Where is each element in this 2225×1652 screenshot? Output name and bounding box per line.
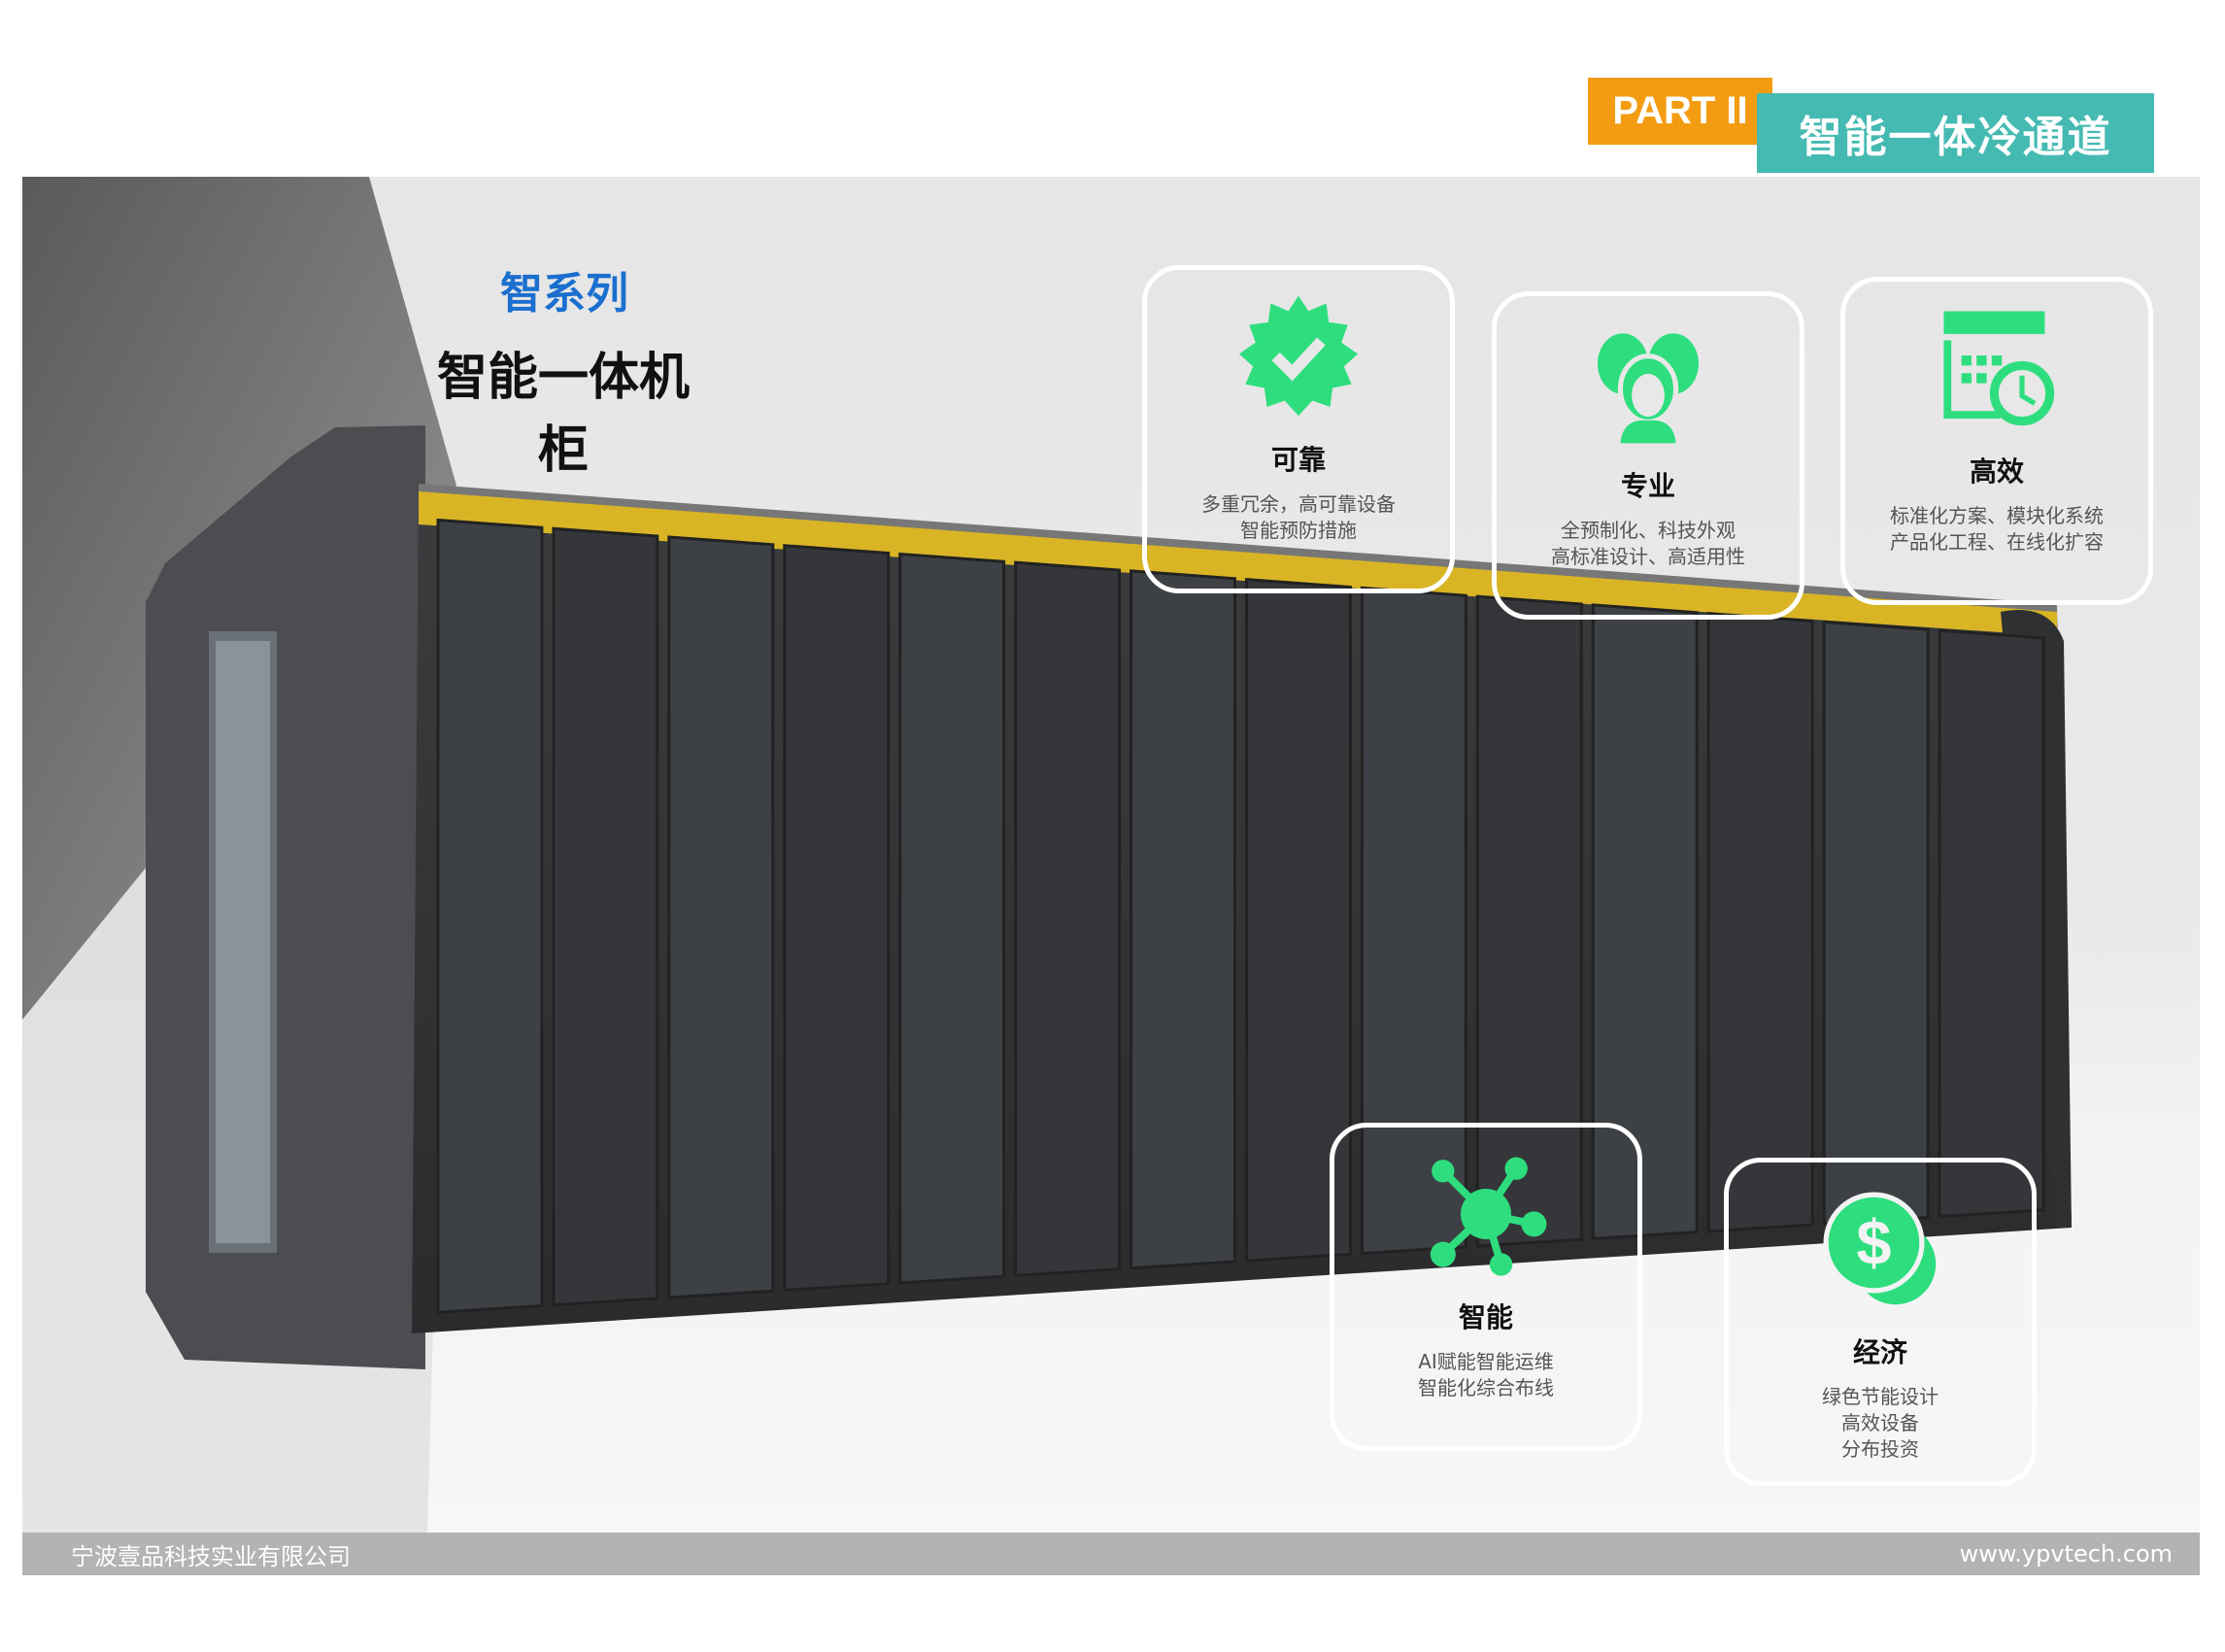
- cabinet-door: [783, 544, 891, 1293]
- people-icon: [1598, 333, 1699, 444]
- part-label: PART II: [1588, 78, 1772, 145]
- feature-desc: 高效设备: [1841, 1411, 1919, 1434]
- cabinet-door: [436, 518, 544, 1314]
- feature-desc: 产品化工程、在线化扩容: [1890, 530, 2104, 554]
- product-name: 智能一体机柜: [436, 349, 690, 480]
- cabinet-door: [1822, 620, 1930, 1226]
- cabinet-door: [1129, 569, 1236, 1270]
- cabinet-door: [667, 535, 775, 1299]
- footer-bar: 宁波壹品科技实业有限公司 www.ypvtech.com: [22, 1533, 2200, 1575]
- feature-card-smart: 智能 AI赋能智能运维智能化综合布线: [1330, 1123, 1642, 1451]
- cabinet-door: [1475, 594, 1583, 1248]
- calendar-clock-icon: [1943, 311, 2055, 426]
- company-name: 宁波壹品科技实业有限公司: [71, 1542, 351, 1570]
- cabinet-door: [1938, 628, 2045, 1219]
- cabinet-door: [898, 552, 1006, 1285]
- cabinet-door: [1706, 612, 1814, 1233]
- feature-desc: 多重冗余，高可靠设备: [1201, 492, 1396, 516]
- dollar-coin-icon: $: [1823, 1192, 1937, 1305]
- feature-card-reliable: 可靠 多重冗余，高可靠设备智能预防措施: [1142, 265, 1455, 593]
- feature-desc: 智能化综合布线: [1418, 1376, 1554, 1399]
- feature-desc: 全预制化、科技外观: [1561, 519, 1736, 542]
- cabinet-door: [552, 526, 659, 1307]
- website-link[interactable]: www.ypvtech.com: [1959, 1540, 2173, 1568]
- feature-title: 经济: [1852, 1336, 1907, 1368]
- feature-desc: 高标准设计、高适用性: [1551, 545, 1745, 568]
- feature-desc: 分布投资: [1841, 1437, 1919, 1461]
- feature-title: 智能: [1458, 1301, 1513, 1333]
- cabinet-door: [1245, 578, 1352, 1263]
- feature-card-efficient: 高效 标准化方案、模块化系统产品化工程、在线化扩容: [1840, 277, 2153, 605]
- feature-title: 专业: [1620, 470, 1675, 502]
- svg-text:$: $: [1856, 1207, 1891, 1278]
- feature-title: 可靠: [1270, 444, 1326, 476]
- feature-card-professional: 专业 全预制化、科技外观高标准设计、高适用性: [1492, 291, 1804, 620]
- feature-title: 高效: [1969, 455, 2024, 488]
- product-photo: [22, 177, 2200, 1533]
- network-node-icon: [1430, 1157, 1547, 1276]
- series-name: 智系列: [500, 269, 628, 319]
- cabinet-door: [1014, 560, 1122, 1277]
- feature-card-economic: $ 经济 绿色节能设计高效设备分布投资: [1724, 1158, 2037, 1486]
- feature-desc: 智能预防措施: [1240, 519, 1357, 542]
- cabinet-door: [1360, 586, 1467, 1256]
- feature-desc: 标准化方案、模块化系统: [1890, 504, 2104, 527]
- cabinet-illustration: [22, 177, 2072, 1533]
- feature-desc: AI赋能智能运维: [1418, 1350, 1554, 1373]
- cabinet-door: [1591, 603, 1699, 1241]
- feature-desc: 绿色节能设计: [1822, 1385, 1938, 1408]
- verified-badge-icon: [1238, 295, 1359, 417]
- section-title: 智能一体冷通道: [1757, 93, 2154, 173]
